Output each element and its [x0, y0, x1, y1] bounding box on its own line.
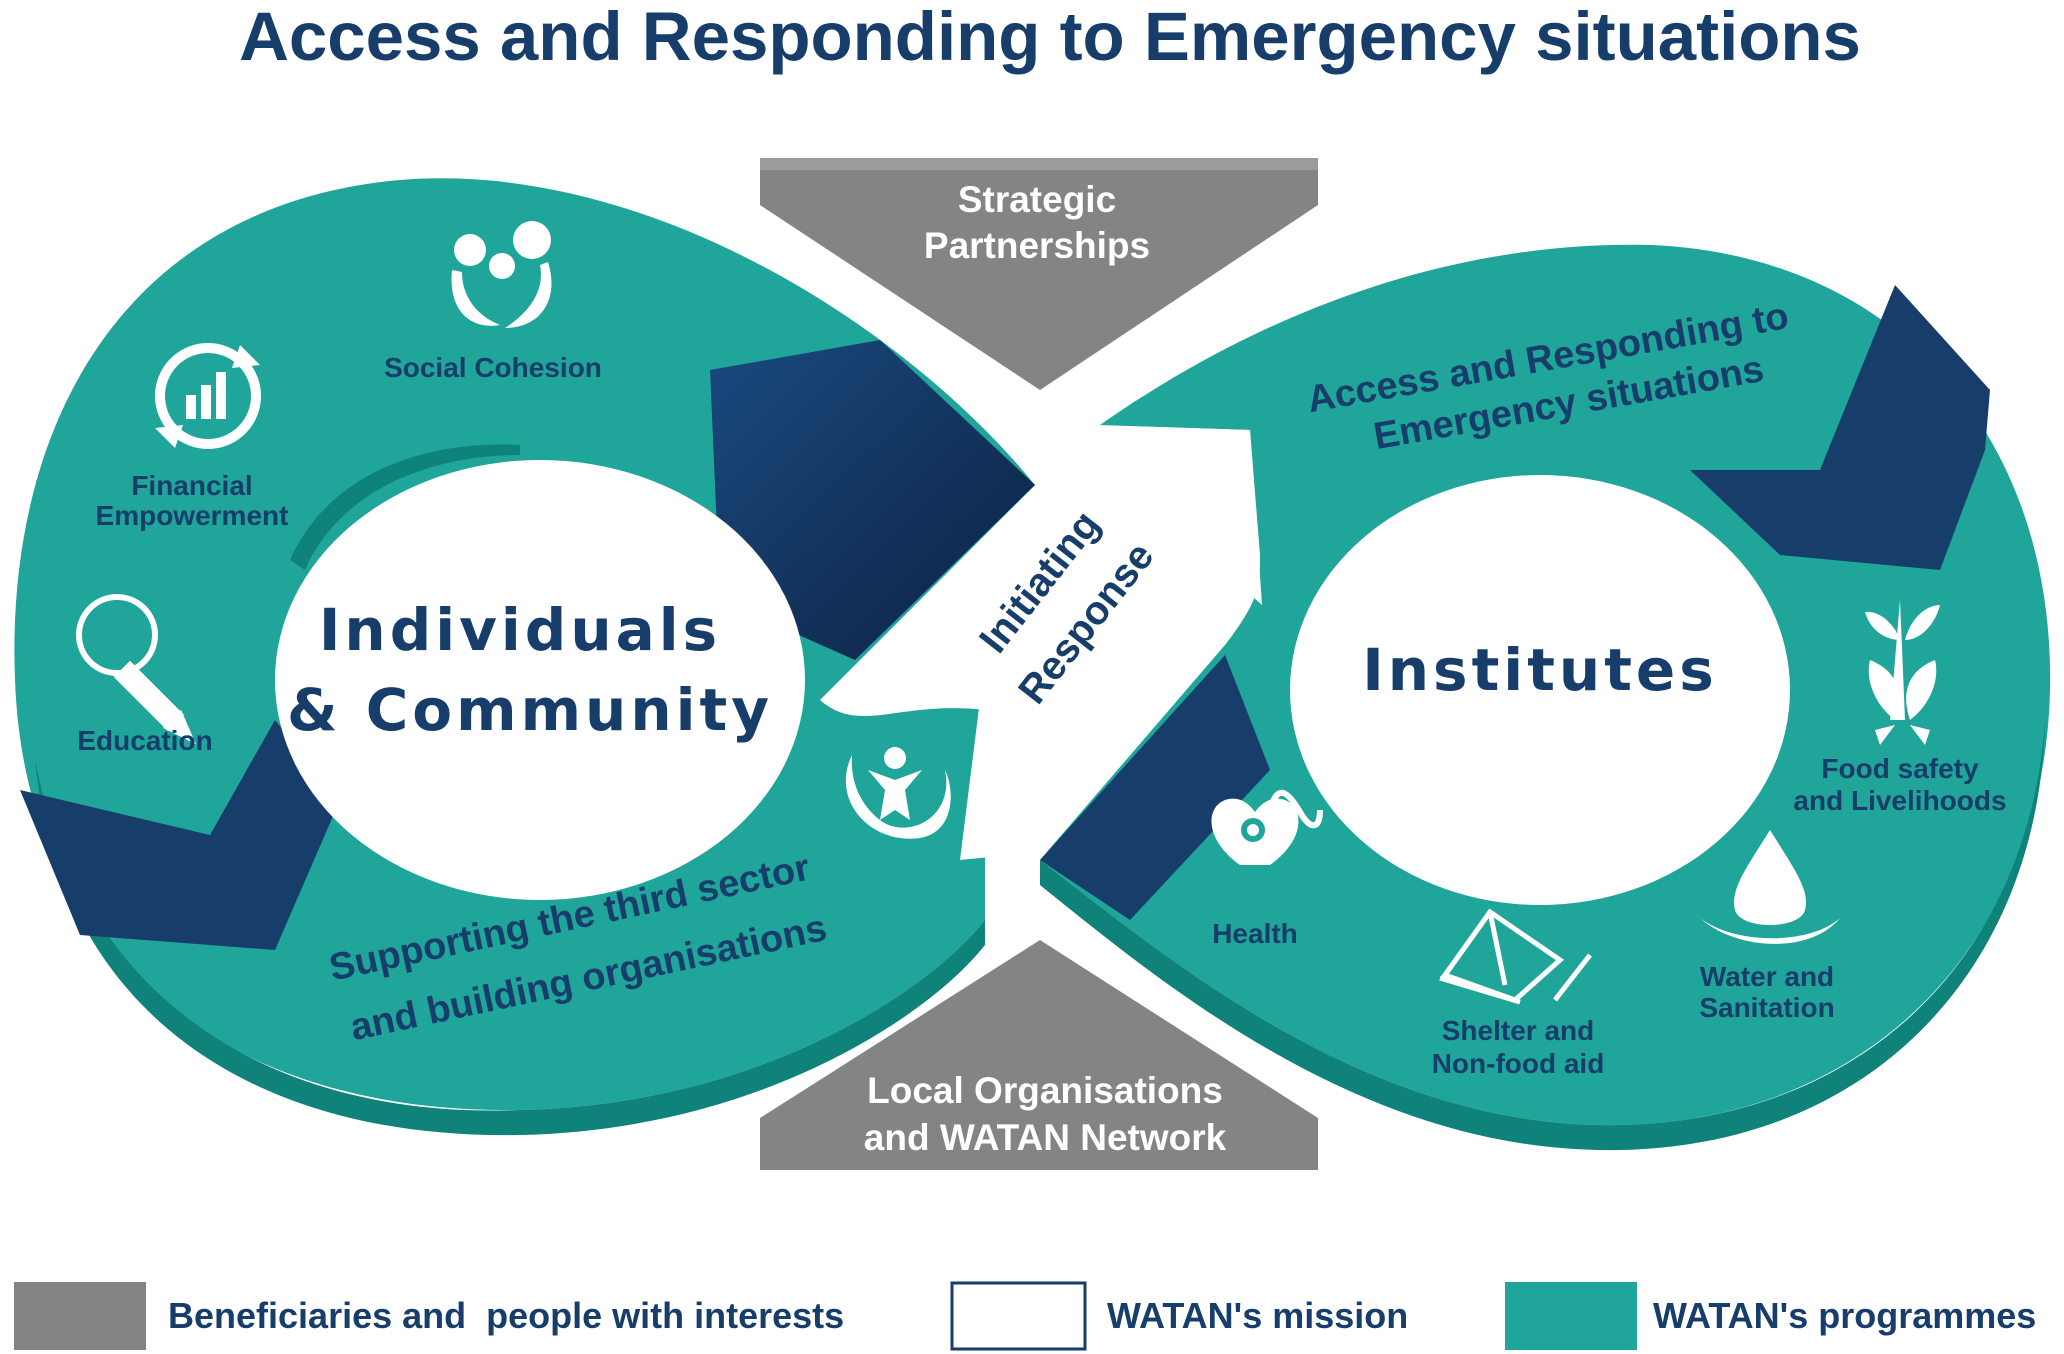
legend: Beneficiaries and people with interests …	[14, 1281, 2036, 1351]
third-sector-item	[845, 747, 951, 839]
legend-label-beneficiaries: Beneficiaries and people with interests	[168, 1295, 844, 1336]
education-item: Education	[76, 594, 213, 756]
left-center-line1: Individuals	[319, 596, 721, 664]
water-drop-icon	[1700, 830, 1840, 944]
bottom-band-line1: Local Organisations	[867, 1070, 1223, 1111]
financial-label-line2: Empowerment	[96, 500, 289, 531]
legend-swatch-teal	[1505, 1282, 1637, 1350]
food-label-line1: Food safety	[1821, 753, 1979, 784]
stethoscope-heart-icon	[1211, 789, 1323, 865]
food-label-line2: and Livelihoods	[1793, 785, 2006, 816]
strategic-partnerships-band: Strategic Partnerships	[760, 158, 1318, 390]
social-cohesion-item: Social Cohesion	[384, 221, 602, 383]
education-label: Education	[77, 725, 212, 756]
water-item: Water and Sanitation	[1699, 830, 1840, 1023]
financial-label-line1: Financial	[131, 470, 252, 501]
health-label: Health	[1212, 918, 1298, 949]
people-moon-icon	[845, 747, 951, 839]
tent-icon	[1439, 908, 1592, 1005]
water-label-line1: Water and	[1700, 961, 1834, 992]
social-cohesion-label: Social Cohesion	[384, 352, 602, 383]
legend-swatch-white	[950, 1281, 1087, 1351]
local-organisations-band: Local Organisations and WATAN Network	[760, 940, 1318, 1170]
health-item: Health	[1211, 789, 1323, 949]
social-cohesion-icon	[451, 221, 552, 328]
lightbulb-pencil-icon	[76, 594, 197, 745]
legend-swatch-grey	[14, 1282, 146, 1350]
food-safety-item: Food safety and Livelihoods	[1793, 600, 2007, 816]
right-center: Institutes	[1362, 636, 1718, 704]
water-label-line2: Sanitation	[1699, 992, 1834, 1023]
legend-label-mission: WATAN's mission	[1107, 1295, 1408, 1336]
wheat-icon	[1865, 600, 1940, 745]
bottom-band-line2: and WATAN Network	[864, 1117, 1227, 1158]
shelter-item: Shelter and Non-food aid	[1432, 908, 1605, 1079]
legend-item-programmes: WATAN's programmes	[1505, 1282, 2036, 1350]
page-title: Access and Responding to Emergency situa…	[239, 0, 1861, 75]
financial-growth-icon	[155, 343, 261, 449]
left-center-line2: & Community	[287, 676, 773, 744]
shelter-label-line1: Shelter and	[1442, 1015, 1594, 1046]
top-band-line1: Strategic	[958, 179, 1116, 220]
legend-label-programmes: WATAN's programmes	[1653, 1295, 2036, 1336]
shelter-label-line2: Non-food aid	[1432, 1048, 1605, 1079]
legend-item-mission: WATAN's mission	[950, 1281, 1408, 1351]
top-band-line2: Partnerships	[924, 225, 1150, 266]
legend-item-beneficiaries: Beneficiaries and people with interests	[14, 1282, 844, 1350]
financial-empowerment-item: Financial Empowerment	[96, 343, 289, 531]
left-loop: Individuals & Community Supporting the t…	[14, 178, 1035, 1136]
